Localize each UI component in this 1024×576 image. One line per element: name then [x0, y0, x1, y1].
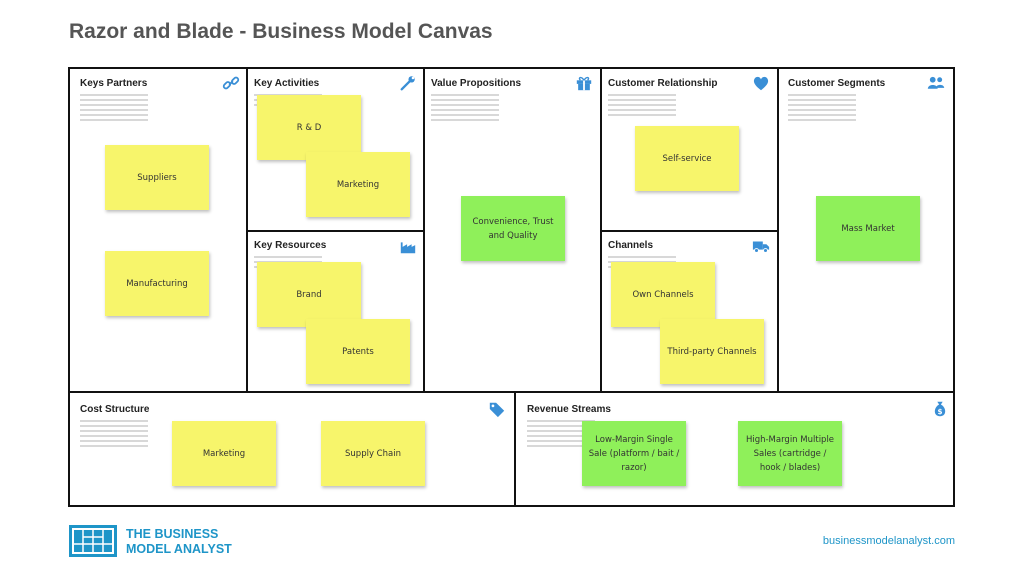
sticky-note: Brand: [257, 262, 361, 327]
placeholder-text-lines: [527, 420, 595, 450]
divider: [246, 230, 425, 232]
placeholder-text-lines: [608, 94, 676, 119]
divider: [514, 391, 516, 507]
customer-relationship-title: Customer Relationship: [608, 78, 718, 89]
website-link[interactable]: businessmodelanalyst.com: [822, 535, 955, 547]
users-icon: [927, 76, 945, 89]
sticky-note: Own Channels: [611, 262, 715, 327]
sticky-note: Suppliers: [105, 145, 209, 210]
key-resources-title: Key Resources: [254, 240, 327, 251]
value-propositions-title: Value Propositions: [431, 78, 522, 89]
sticky-note: Low-Margin Single Sale (platform / bait …: [582, 421, 686, 486]
link-icon: [222, 76, 240, 90]
factory-icon: [400, 242, 416, 254]
page-title: Razor and Blade - Business Model Canvas: [69, 20, 493, 43]
sticky-note: Patents: [306, 319, 410, 384]
placeholder-text-lines: [788, 94, 856, 124]
truck-icon: [752, 241, 770, 253]
sticky-note: Third-party Channels: [660, 319, 764, 384]
brand-line-1: THE BUSINESS: [126, 527, 219, 541]
sticky-note: Supply Chain: [321, 421, 425, 486]
key-activities-title: Key Activities: [254, 78, 320, 89]
revenue-streams-title: Revenue Streams: [527, 404, 611, 415]
divider: [70, 391, 953, 393]
key-partners-title: Keys Partners: [80, 78, 148, 89]
brand-name: THE BUSINESS MODEL ANALYST: [126, 527, 232, 557]
sticky-note: Marketing: [306, 152, 410, 217]
sticky-note: R & D: [257, 95, 361, 160]
placeholder-text-lines: [80, 420, 148, 450]
business-model-canvas: Keys Partners Suppliers Manufacturing Ke…: [68, 67, 955, 507]
sticky-note: High-Margin Multiple Sales (cartridge / …: [738, 421, 842, 486]
gift-icon: [576, 76, 592, 91]
channels-title: Channels: [608, 240, 654, 251]
divider: [600, 230, 779, 232]
placeholder-text-lines: [431, 94, 499, 124]
sticky-note: Marketing: [172, 421, 276, 486]
customer-segments-title: Customer Segments: [788, 78, 886, 89]
sticky-note: Convenience, Trust and Quality: [461, 196, 565, 261]
brand-line-2: MODEL ANALYST: [126, 542, 232, 556]
svg-text:$: $: [937, 407, 942, 416]
sticky-note: Manufacturing: [105, 251, 209, 316]
sticky-note: Self-service: [635, 126, 739, 191]
money-bag-icon: $: [934, 401, 946, 417]
tag-icon: [489, 402, 505, 418]
placeholder-text-lines: [80, 94, 148, 124]
sticky-note: Mass Market: [816, 196, 920, 261]
brand-logo-icon: [69, 525, 117, 557]
cost-structure-title: Cost Structure: [80, 404, 150, 415]
wrench-icon: [400, 76, 415, 91]
heart-icon: [753, 76, 769, 91]
